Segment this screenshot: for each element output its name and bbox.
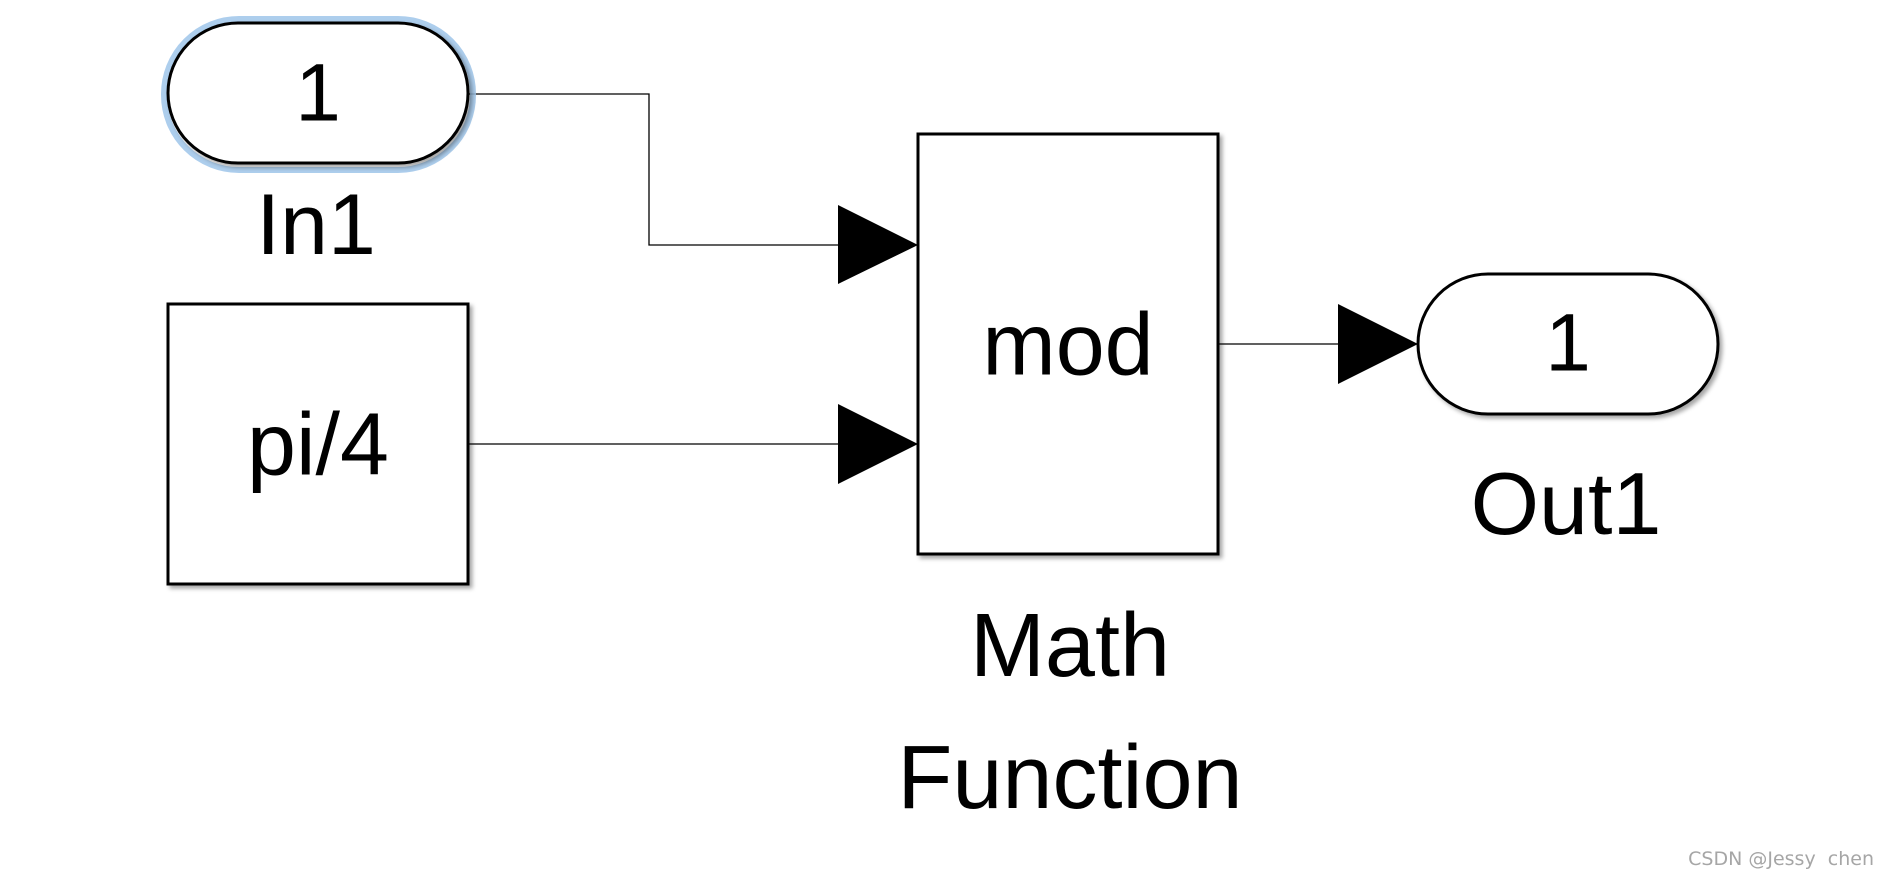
math-function-operator: mod	[982, 295, 1153, 394]
in1-label: In1	[256, 177, 376, 273]
in1-block[interactable]: 1	[161, 16, 476, 173]
input-port-2-arrow	[838, 404, 918, 484]
watermark-text: CSDN @Jessy chen	[1688, 848, 1874, 870]
constant-block[interactable]: pi/4	[166, 302, 470, 586]
in1-selection-glow	[161, 16, 476, 173]
out1-block[interactable]: 1	[1416, 272, 1720, 416]
constant-value: pi/4	[247, 395, 389, 494]
output-arrow	[1338, 304, 1418, 384]
math-function-label-line1: Math	[970, 596, 1170, 696]
math-function-block-body[interactable]	[916, 132, 1220, 556]
input-port-1-arrow	[838, 205, 918, 284]
out1-label: Out1	[1471, 454, 1662, 553]
out1-block-body[interactable]	[1416, 272, 1720, 416]
out1-port-number: 1	[1545, 298, 1591, 389]
in1-block-body[interactable]	[166, 21, 470, 165]
math-function-block[interactable]: mod	[916, 132, 1220, 556]
in1-port-number: 1	[295, 48, 341, 139]
signal-line-in1-to-mod[interactable]	[468, 93, 842, 246]
constant-block-body[interactable]	[166, 302, 470, 586]
math-function-label-line2: Function	[897, 728, 1242, 828]
